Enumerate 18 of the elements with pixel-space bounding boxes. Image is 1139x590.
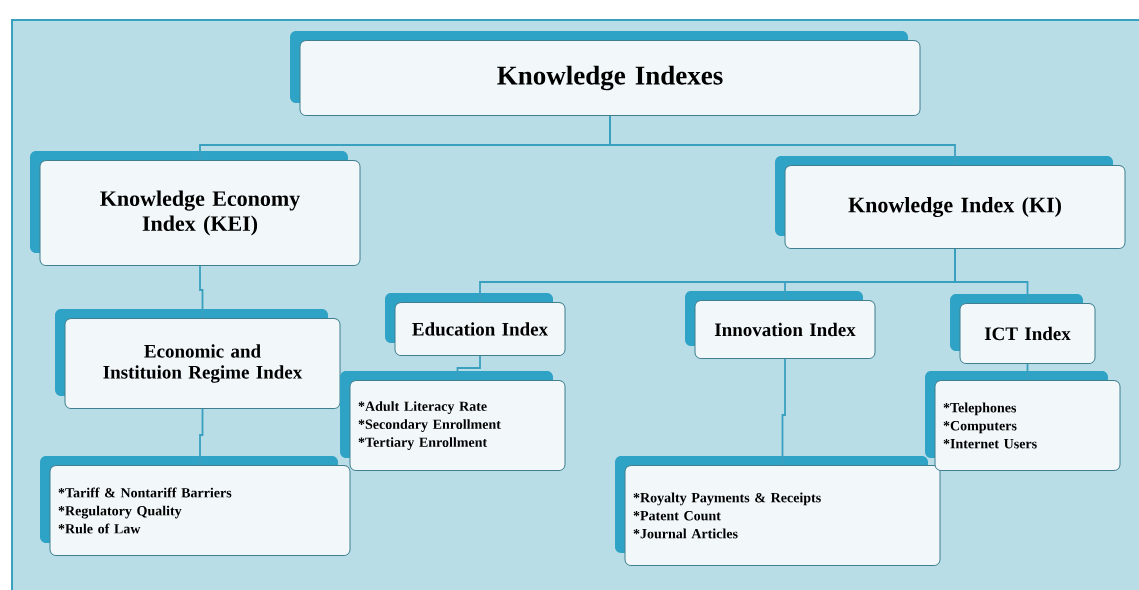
index-box: Knowledge Indexes — [290, 31, 921, 116]
index-box: Innovation Index — [685, 291, 876, 359]
connector-line — [199, 408, 204, 466]
list-box: *Royalty Payments & Receipts *Patent Count *Journal Articles — [615, 456, 941, 566]
index-box: Knowledge Economy Index (KEI) — [30, 151, 361, 266]
list-box: *Adult Literacy Rate *Secondary Enrollment *Tertiary Enrollment — [340, 371, 566, 471]
connector-line — [609, 115, 956, 166]
index-box: Knowledge Index (KI) — [775, 156, 1126, 249]
connector-line — [199, 265, 204, 319]
connector-line — [1026, 363, 1029, 381]
connector-line — [781, 358, 786, 466]
list-box: *Tariff & Nontariff Barriers *Regulatory Quality *Rule of Law — [40, 456, 351, 556]
index-box: Education Index — [385, 293, 566, 356]
index-box: Economic and Instituion Regime Index — [55, 309, 341, 409]
connector-line — [954, 248, 1029, 304]
list-box: *Telephones *Computers *Internet Users — [925, 371, 1121, 471]
connector-line — [456, 355, 481, 381]
index-box: ICT Index — [950, 294, 1096, 364]
